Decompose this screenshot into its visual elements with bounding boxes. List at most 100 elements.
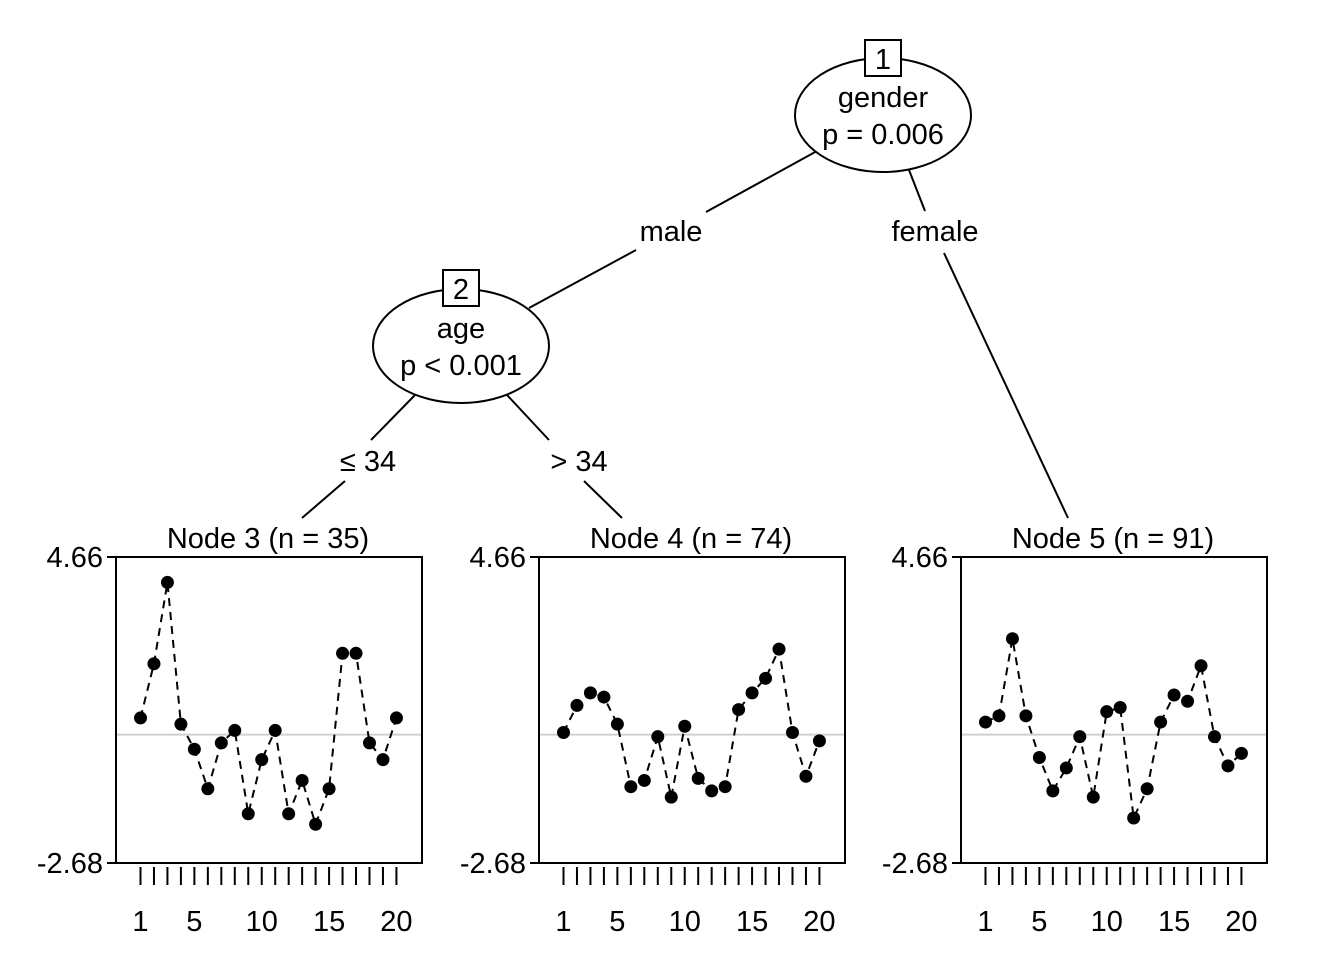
data-point	[624, 780, 638, 794]
data-point	[282, 807, 296, 821]
edge-2-4-lower	[583, 480, 623, 519]
plot-frame	[538, 556, 846, 864]
data-point	[187, 742, 201, 756]
data-point	[309, 817, 323, 831]
data-point	[1221, 759, 1235, 773]
data-point	[147, 657, 161, 671]
data-point	[1113, 700, 1127, 714]
data-point	[799, 769, 813, 783]
panel-title: Node 4 (n = 74)	[590, 523, 792, 555]
x-tick-label: 1	[555, 906, 571, 938]
tree-edges	[301, 150, 1069, 519]
data-point	[1073, 730, 1087, 744]
x-tick-label: 20	[803, 906, 835, 938]
data-point	[174, 717, 188, 731]
node-id: 1	[875, 44, 891, 76]
x-tick-label: 5	[609, 906, 625, 938]
data-point	[1140, 782, 1154, 796]
data-point	[1005, 632, 1019, 646]
data-point	[570, 698, 584, 712]
data-point	[583, 686, 597, 700]
data-point	[745, 686, 759, 700]
x-tick-label: 5	[1031, 906, 1047, 938]
x-tick-label: 10	[1091, 906, 1123, 938]
data-point	[336, 646, 350, 660]
data-point	[651, 730, 665, 744]
edge-label-age-gt-34: > 34	[550, 446, 607, 478]
edge-2-3-lower	[301, 480, 346, 519]
x-tick-label: 1	[132, 906, 148, 938]
data-point	[241, 807, 255, 821]
node-id-box	[442, 269, 480, 307]
x-tick-label: 15	[736, 906, 768, 938]
data-point	[812, 734, 826, 748]
data-point	[732, 703, 746, 717]
series-line	[562, 645, 821, 798]
edge-1-5-upper	[908, 169, 926, 212]
data-point	[678, 719, 692, 733]
data-point	[979, 715, 992, 729]
node-id: 2	[453, 274, 469, 306]
data-point	[785, 726, 799, 740]
x-tick-label: 10	[246, 906, 278, 938]
panel-title: Node 5 (n = 91)	[1012, 523, 1214, 555]
data-point	[349, 646, 363, 660]
panel-title: Node 3 (n = 35)	[167, 523, 369, 555]
y-tick-label: 4.66	[47, 542, 103, 574]
y-tick-label: 4.66	[470, 542, 526, 574]
data-point	[1059, 761, 1073, 775]
data-point	[718, 780, 732, 794]
data-point	[1167, 688, 1181, 702]
data-point	[772, 642, 786, 656]
data-point	[691, 771, 705, 785]
data-point	[214, 736, 228, 750]
data-point	[1194, 659, 1208, 673]
data-point	[1207, 730, 1221, 744]
edge-2-4-upper	[506, 394, 550, 441]
node-id-box	[864, 39, 902, 77]
split-variable: gender	[838, 82, 929, 114]
inner-node-2: 2 age p < 0.001	[372, 269, 550, 404]
edge-1-2-upper	[705, 150, 818, 213]
data-point	[1032, 751, 1046, 765]
data-point	[322, 782, 336, 796]
series-line	[139, 582, 398, 828]
y-tick-label: -2.68	[882, 848, 948, 880]
data-point	[1046, 784, 1060, 798]
x-tick-label: 10	[669, 906, 701, 938]
data-point	[992, 709, 1006, 723]
split-pvalue: p < 0.001	[400, 350, 522, 382]
data-point	[1181, 694, 1195, 708]
data-point	[1019, 709, 1033, 723]
x-tick-label: 1	[977, 906, 993, 938]
data-point	[134, 711, 147, 725]
data-point	[1154, 715, 1168, 729]
data-point	[1086, 790, 1100, 804]
data-point	[705, 784, 719, 798]
x-tick-label: 15	[1158, 906, 1190, 938]
data-point	[255, 753, 269, 767]
data-point	[228, 723, 242, 737]
data-point	[664, 790, 678, 804]
data-point	[268, 723, 282, 737]
data-point	[759, 671, 773, 685]
data-point	[1127, 811, 1141, 825]
data-point	[201, 782, 215, 796]
data-point	[362, 736, 376, 750]
data-point	[295, 773, 309, 787]
x-tick-label: 20	[380, 906, 412, 938]
plot-frame	[960, 556, 1268, 864]
data-point	[160, 575, 174, 589]
data-point	[557, 726, 570, 740]
split-pvalue: p = 0.006	[822, 119, 944, 151]
edge-1-2-lower	[528, 249, 637, 309]
edge-label-female: female	[891, 216, 978, 248]
y-tick-label: 4.66	[892, 542, 948, 574]
plot-frame	[115, 556, 423, 864]
data-point	[1100, 705, 1114, 719]
edge-label-male: male	[640, 216, 703, 248]
y-tick-label: -2.68	[37, 848, 103, 880]
